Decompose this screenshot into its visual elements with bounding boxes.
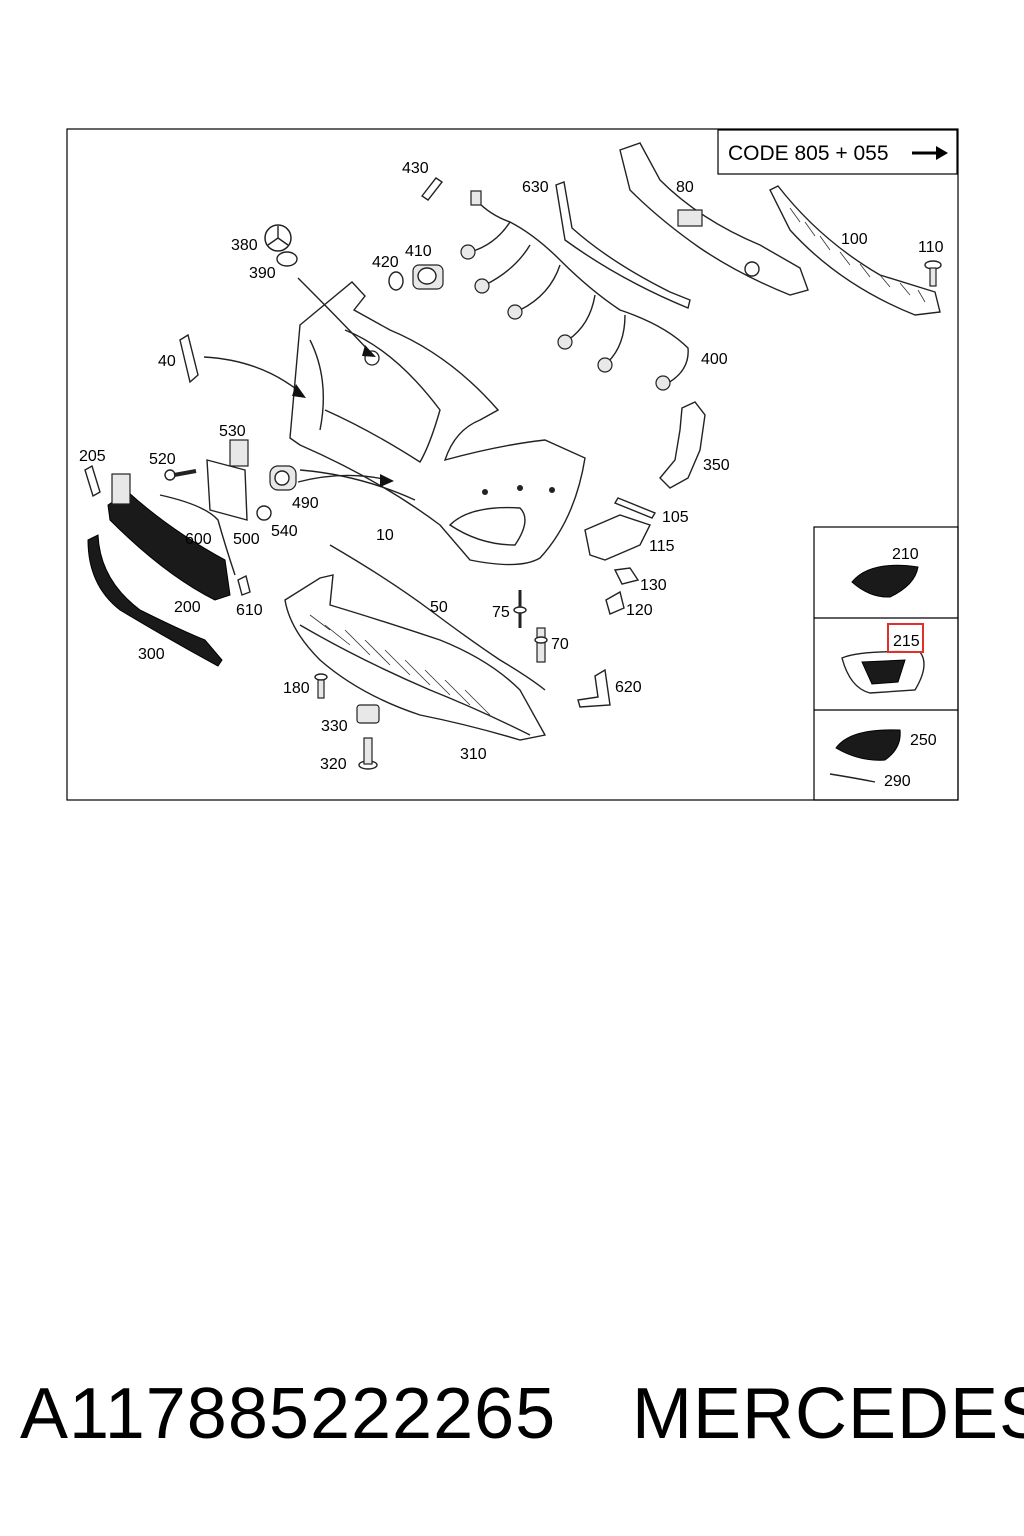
callout-310: 310 [460,746,487,763]
callout-540: 540 [271,523,298,540]
part-530-clip [229,439,249,467]
callout-350: 350 [703,457,730,474]
highlight-box [887,623,924,653]
callout-430: 430 [402,160,429,177]
callout-40: 40 [158,353,176,370]
callout-200: 200 [174,599,201,616]
part-75-pin [513,590,527,628]
pointer-arrows [203,277,394,487]
callout-105: 105 [662,509,689,526]
callout-100: 100 [841,231,868,248]
part-120-screw [605,590,625,615]
part-350-bracket [659,401,706,489]
part-600-trim-strip [159,494,236,576]
part-290-strip [829,773,876,783]
callout-610: 610 [236,602,263,619]
part-200-grille [107,473,231,601]
part-250-cover [835,729,901,761]
part-540-nut [256,505,272,521]
part-50-trim-strip [329,544,546,691]
callout-130: 130 [640,577,667,594]
callout-120: 120 [626,602,653,619]
part-400-wiring-harness [460,190,689,391]
callout-75: 75 [492,604,510,621]
part-300-lower-grille [87,534,223,667]
part-520-screw [164,469,197,481]
part-620-bracket [577,668,611,708]
callout-320: 320 [320,756,347,773]
bumper-cover [289,281,586,566]
part-390-gasket [276,251,298,267]
part-490-sensor [269,465,297,491]
callout-330: 330 [321,718,348,735]
callout-290: 290 [884,773,911,790]
part-110-screw [924,260,942,287]
callout-390: 390 [249,265,276,282]
inset-panels [813,526,959,801]
parts-diagram: CODE 805 + 055 [66,128,959,801]
callout-80: 80 [676,179,694,196]
callout-500: 500 [233,531,260,548]
code-text: CODE 805 + 055 [728,142,889,165]
code-box: CODE 805 + 055 [717,129,958,175]
callout-205: 205 [79,448,106,465]
part-115-bracket [584,514,651,561]
callout-110: 110 [918,239,944,256]
callout-50: 50 [430,599,448,616]
callout-300: 300 [138,646,165,663]
arrow-right-icon [912,146,948,160]
callout-400: 400 [701,351,728,368]
callout-250: 250 [910,732,937,749]
part-180-pin [314,673,328,699]
part-130-clip [613,567,640,585]
part-500-plate-holder [206,459,248,521]
part-number: A117885222265 [20,1374,557,1454]
part-420-ring [388,271,404,291]
callout-420: 420 [372,254,399,271]
part-210-cover [851,564,919,598]
callout-410: 410 [405,243,432,260]
callout-10: 10 [376,527,394,544]
callout-380: 380 [231,237,258,254]
callout-180: 180 [283,680,310,697]
callout-520: 520 [149,451,176,468]
part-40-bracket [179,333,199,384]
part-80-carrier [619,142,809,296]
part-410-sensor [412,264,444,290]
callout-620: 620 [615,679,642,696]
part-380-emblem [264,224,292,252]
callout-labels: 430 630 80 100 110 380 390 420 410 40 40… [79,160,944,790]
callout-215: 215 [893,633,920,650]
part-610-clip [237,574,251,596]
callout-530: 530 [219,423,246,440]
callout-210: 210 [892,546,919,563]
callout-70: 70 [551,636,569,653]
part-310-underbody-tray [284,574,547,741]
callout-115: 115 [649,538,675,555]
callout-600: 600 [185,531,212,548]
part-215-insert [841,650,925,694]
part-320-screw [358,737,378,770]
callout-630: 630 [522,179,549,196]
part-330-nut [356,704,380,724]
callout-490: 490 [292,495,319,512]
part-100-grille-strip [769,185,941,316]
part-205-part [84,464,101,498]
diagram-frame [66,128,959,801]
part-105-strip [613,497,657,519]
part-70-pin [534,627,548,663]
brand-name: MERCEDES [632,1374,1024,1454]
part-630-strip [555,181,691,309]
part-430-clip [420,177,444,201]
